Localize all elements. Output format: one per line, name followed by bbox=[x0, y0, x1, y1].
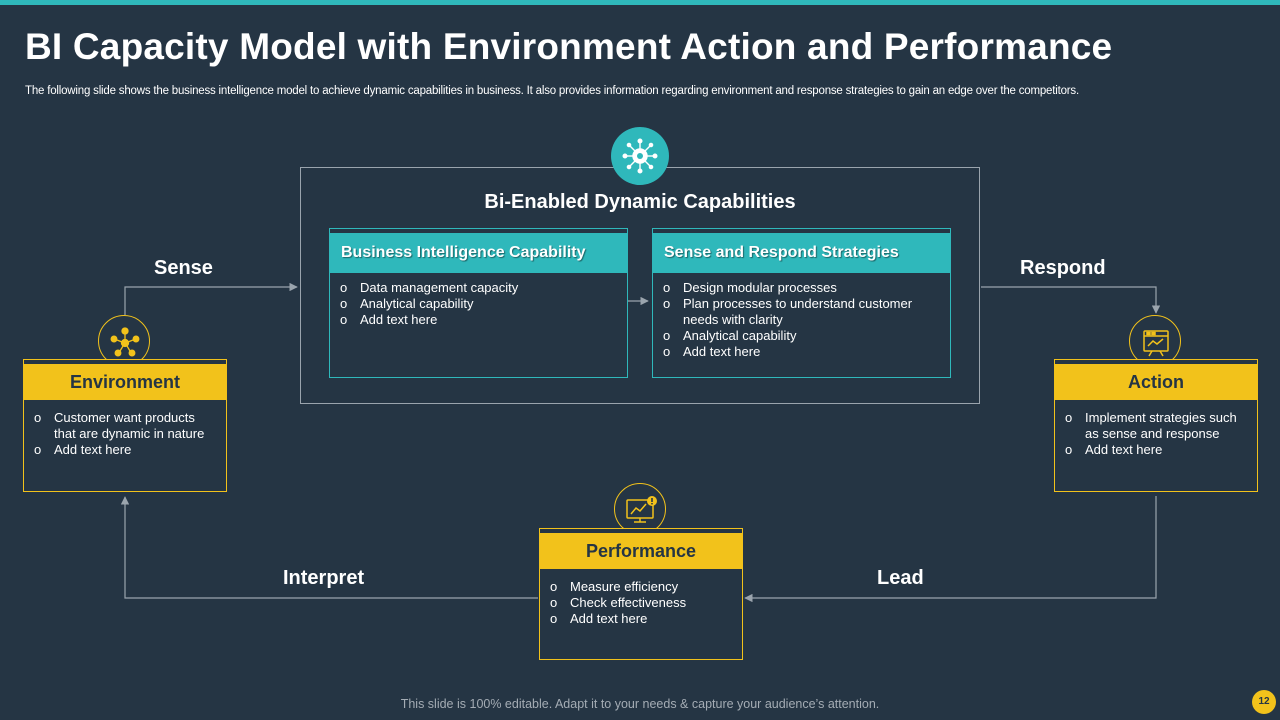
footer-note: This slide is 100% editable. Adapt it to… bbox=[400, 697, 880, 711]
page-subtitle: The following slide shows the business i… bbox=[25, 85, 1079, 97]
lead-connector bbox=[744, 496, 1157, 603]
action-list: Implement strategies such as sense and r… bbox=[1065, 410, 1245, 458]
interpret-connector bbox=[120, 496, 538, 599]
top-accent-bar bbox=[0, 0, 1280, 5]
respond-label: Respond bbox=[1020, 257, 1106, 279]
list-item: Design modular processes bbox=[663, 280, 923, 296]
sense-respond-box: Sense and Respond Strategies Design modu… bbox=[652, 228, 951, 378]
sense-label: Sense bbox=[154, 257, 213, 279]
list-item: Plan processes to understand customer ne… bbox=[663, 296, 923, 328]
list-item: Add text here bbox=[34, 442, 209, 458]
list-item: Add text here bbox=[550, 611, 742, 627]
action-box: Action Implement strategies such as sens… bbox=[1054, 359, 1258, 492]
people-network-icon bbox=[98, 315, 150, 367]
list-item: Customer want products that are dynamic … bbox=[34, 410, 209, 442]
list-item: Measure efficiency bbox=[550, 579, 742, 595]
bi-capability-heading: Business Intelligence Capability bbox=[330, 233, 627, 273]
performance-heading: Performance bbox=[540, 533, 742, 569]
page-number-badge: 12 bbox=[1252, 690, 1276, 714]
action-heading: Action bbox=[1055, 364, 1257, 400]
list-item: Implement strategies such as sense and r… bbox=[1065, 410, 1245, 442]
sense-connector bbox=[124, 282, 298, 315]
respond-connector bbox=[981, 286, 1161, 314]
sense-respond-list: Design modular processes Plan processes … bbox=[663, 280, 923, 360]
environment-heading: Environment bbox=[24, 364, 226, 400]
list-item: Add text here bbox=[1065, 442, 1245, 458]
dynamic-capabilities-title: Bi-Enabled Dynamic Capabilities bbox=[484, 191, 796, 213]
page-title: BI Capacity Model with Environment Actio… bbox=[25, 26, 1113, 67]
environment-list: Customer want products that are dynamic … bbox=[34, 410, 209, 458]
list-item: Analytical capability bbox=[340, 296, 627, 312]
brain-network-icon bbox=[611, 127, 669, 185]
performance-monitor-icon bbox=[614, 483, 666, 535]
list-item: Analytical capability bbox=[663, 328, 923, 344]
list-item: Add text here bbox=[663, 344, 923, 360]
sense-respond-heading: Sense and Respond Strategies bbox=[653, 233, 950, 273]
environment-box: Environment Customer want products that … bbox=[23, 359, 227, 492]
bi-capability-list: Data management capacity Analytical capa… bbox=[340, 280, 627, 328]
performance-box: Performance Measure efficiency Check eff… bbox=[539, 528, 743, 660]
interpret-label: Interpret bbox=[283, 567, 365, 589]
list-item: Check effectiveness bbox=[550, 595, 742, 611]
bi-capability-box: Business Intelligence Capability Data ma… bbox=[329, 228, 628, 378]
lead-label: Lead bbox=[877, 567, 924, 589]
performance-list: Measure efficiency Check effectiveness A… bbox=[550, 579, 742, 627]
list-item: Data management capacity bbox=[340, 280, 627, 296]
list-item: Add text here bbox=[340, 312, 627, 328]
